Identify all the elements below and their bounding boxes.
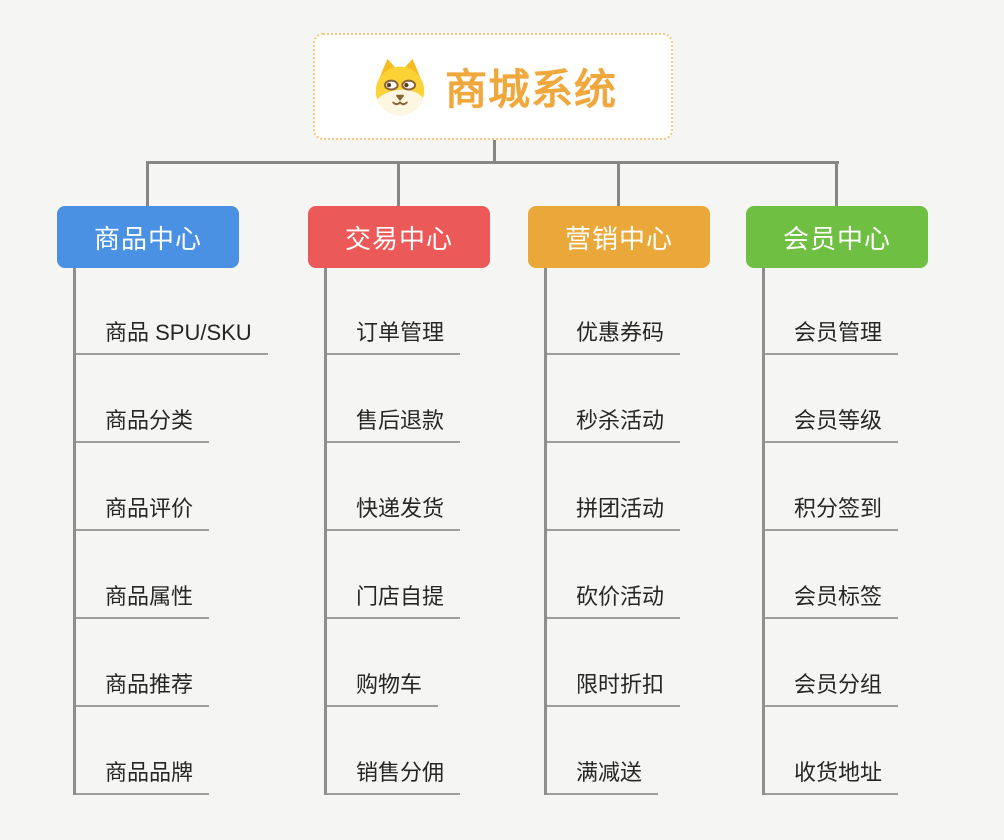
mindmap-item[interactable]: 商品推荐 — [76, 619, 210, 707]
branch-items-product: 商品 SPU/SKU 商品分类 商品评价 商品属性 商品推荐 商品品牌 — [73, 268, 268, 795]
branch-header-trade[interactable]: 交易中心 — [308, 206, 490, 268]
mindmap-item[interactable]: 商品评价 — [76, 443, 210, 531]
mindmap-item[interactable]: 商品属性 — [76, 531, 210, 619]
mindmap-item[interactable]: 优惠券码 — [547, 268, 681, 355]
connector-drop-product — [146, 161, 149, 206]
mindmap-item[interactable]: 会员分组 — [765, 619, 899, 707]
mindmap-item[interactable]: 会员标签 — [765, 531, 899, 619]
branch-items-marketing: 优惠券码 秒杀活动 拼团活动 砍价活动 限时折扣 满减送 — [544, 268, 681, 795]
mindmap-item[interactable]: 门店自提 — [327, 531, 461, 619]
connector-drop-trade — [397, 161, 400, 206]
dog-face-icon — [375, 58, 425, 115]
mindmap-item[interactable]: 销售分佣 — [327, 707, 461, 795]
connector-main-horizontal — [146, 161, 839, 164]
branch-header-member[interactable]: 会员中心 — [746, 206, 928, 268]
branch-items-trade: 订单管理 售后退款 快递发货 门店自提 购物车 销售分佣 — [324, 268, 461, 795]
mindmap-item[interactable]: 售后退款 — [327, 355, 461, 443]
mindmap-item[interactable]: 收货地址 — [765, 707, 899, 795]
mindmap-item[interactable]: 会员管理 — [765, 268, 899, 355]
mindmap-item[interactable]: 商品分类 — [76, 355, 210, 443]
connector-drop-marketing — [617, 161, 620, 206]
mindmap-item[interactable]: 商品品牌 — [76, 707, 210, 795]
mindmap-item[interactable]: 快递发货 — [327, 443, 461, 531]
root-node[interactable]: 商城系统 — [313, 33, 673, 140]
mindmap-item[interactable]: 会员等级 — [765, 355, 899, 443]
mindmap-item[interactable]: 限时折扣 — [547, 619, 681, 707]
branch-header-marketing[interactable]: 营销中心 — [528, 206, 710, 268]
mindmap-item[interactable]: 拼团活动 — [547, 443, 681, 531]
branch-header-product[interactable]: 商品中心 — [57, 206, 239, 268]
mindmap-item[interactable]: 砍价活动 — [547, 531, 681, 619]
connector-drop-member — [835, 161, 838, 206]
mindmap-item[interactable]: 满减送 — [547, 707, 659, 795]
root-title: 商城系统 — [444, 66, 617, 113]
branch-items-member: 会员管理 会员等级 积分签到 会员标签 会员分组 收货地址 — [762, 268, 899, 795]
connector-root-drop — [493, 139, 496, 164]
mindmap-item[interactable]: 购物车 — [327, 619, 439, 707]
mindmap-item[interactable]: 秒杀活动 — [547, 355, 681, 443]
mindmap-item[interactable]: 积分签到 — [765, 443, 899, 531]
mindmap-item[interactable]: 订单管理 — [327, 268, 461, 355]
mindmap-item[interactable]: 商品 SPU/SKU — [76, 268, 268, 355]
